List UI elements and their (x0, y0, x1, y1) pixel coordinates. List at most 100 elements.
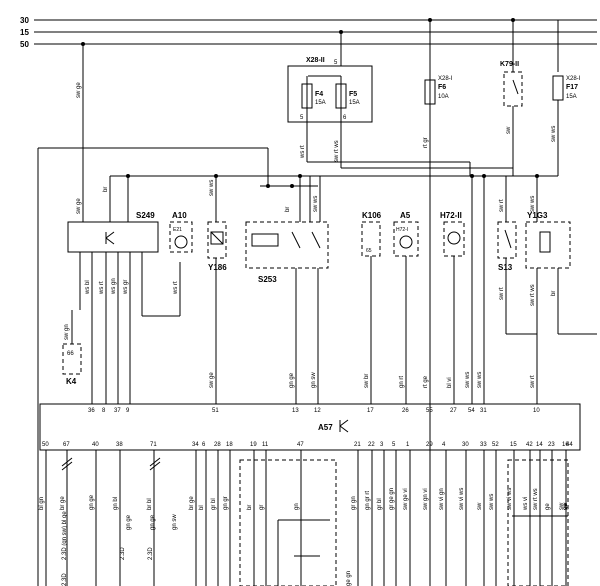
wire-label: sw ge vi (403, 488, 409, 510)
a57-pin-top: 36 (88, 408, 95, 414)
a57-pin-bottom: 1 (406, 442, 410, 448)
shielded-group-frame (239, 459, 337, 586)
wire-label: bl gn (39, 497, 45, 510)
y1g3-symbol (539, 231, 551, 253)
relay-k79-ii: K79-II (500, 20, 523, 170)
a57-pin-top: 13 (292, 408, 299, 414)
component-k4: 66 K4 sw gn (62, 310, 82, 386)
wire-label: sw ws (551, 126, 557, 142)
wire-label: gn ge (289, 372, 295, 388)
wire-label: ws bl (85, 280, 91, 295)
a57-pin-bottom: 33 (480, 442, 487, 448)
wire-label: br ge (189, 496, 195, 510)
component-a5: A5 H72-I (393, 211, 419, 396)
junction-dot (214, 174, 218, 178)
wire-label: ws rt (300, 145, 306, 159)
a57-pin-top: 51 (212, 408, 219, 414)
wire-label: gn sw (172, 514, 178, 530)
wire-label: sw ws (313, 196, 319, 212)
wire-label: sw rt ws (334, 140, 340, 162)
wire-label: sw ws (209, 180, 215, 196)
wire-label: sw (563, 502, 569, 510)
junction-dot (266, 184, 270, 188)
component-k106: K106 65 (361, 211, 382, 396)
wire-label: br ge (60, 496, 66, 510)
wire-label: ge (545, 503, 551, 510)
s253-label: S253 (258, 275, 277, 284)
junction-dot (470, 174, 474, 178)
wire-label: sw rt (499, 199, 505, 212)
y186-symbol (210, 231, 224, 245)
component-s249: S249 (67, 211, 181, 396)
k106-pin: 65 (366, 248, 372, 254)
y186-label: Y186 (208, 263, 227, 272)
wire-label: gr ge gn (389, 488, 395, 510)
wire-label: 2.3D (148, 547, 154, 560)
component-s13: S13 (497, 221, 537, 335)
wire-label: sw gn (64, 324, 70, 340)
s253-switch (311, 231, 321, 249)
a57-pin-bottom: 40 (92, 442, 99, 448)
wire-label: ws gr (123, 280, 129, 295)
wire-label: gn rt (399, 376, 405, 388)
a57-pin-top: 12 (314, 408, 321, 414)
fuse-box-title: X28-II (306, 57, 325, 64)
a57-pin-bottom: 67 (63, 442, 70, 448)
fuse-f6-id: F6 (438, 84, 446, 91)
wire-label: ws gn (111, 278, 117, 295)
wire-label: gn gr rt (365, 491, 371, 510)
wire-label: gr bl (211, 498, 217, 510)
wire-label: sw (477, 502, 483, 510)
wire-label: sw rt ws (533, 488, 539, 510)
fuse-f17: X28-I F17 15A (552, 20, 581, 176)
a57-pin-bottom: 52 (492, 442, 499, 448)
s249-symbol (105, 231, 115, 239)
wire-label: br bl (147, 498, 153, 510)
s253-symbol (251, 233, 279, 247)
bus-label-30: 30 (20, 16, 29, 25)
component-s253: S253 (245, 221, 329, 396)
a57-pin-top: 9 (126, 408, 130, 414)
mid-wire-labels: ws bl ws rt ws gn ws gr ws rt sw ge gn g… (85, 278, 557, 388)
wire-label: sw ws (465, 372, 471, 388)
wire-label: br (551, 291, 557, 296)
wire-label: gr bl (377, 498, 383, 510)
a57-pin-bottom: 23 (548, 442, 555, 448)
fuse-box-x28-ii: X28-II 5 F4 15A F5 15A 5 6 (287, 32, 373, 130)
wire-label: gr (259, 505, 265, 510)
a57-label: A57 (318, 423, 333, 432)
y186-symbol (210, 231, 224, 245)
distribution-wiring (37, 44, 558, 586)
a57-pin-bottom: 38 (116, 442, 123, 448)
a10-label: A10 (172, 211, 187, 220)
wire-label: br (285, 207, 291, 212)
wire-label: 2.3D (gn sw) bl ge (62, 511, 68, 560)
twisted-pair-marks (61, 457, 161, 471)
wire-label: sw br (364, 374, 370, 388)
fuse-f17-rating: 15A (566, 94, 577, 100)
a57-pin-bottom: 71 (150, 442, 157, 448)
a57-pin-bottom: 14 (536, 442, 543, 448)
a57-pin-bottom: 47 (297, 442, 304, 448)
a10-frame (169, 221, 193, 253)
wire-label: sw vi ws (459, 488, 465, 510)
wire-label: sw ge (209, 372, 215, 388)
wire-label: sw ws (489, 494, 495, 510)
a57-pin-top: 55 (426, 408, 433, 414)
a57-pin-bottom: 21 (354, 442, 361, 448)
h72-label: H72-II (440, 211, 462, 220)
wire-label: br (247, 505, 253, 510)
fuse-box-frame (287, 65, 373, 123)
fuse-f4-rating: 15A (315, 100, 326, 106)
wire-label: ws rt (173, 281, 179, 295)
fuse-f5-id: F5 (349, 91, 357, 98)
wire-label: rt gr (423, 137, 429, 148)
h72-frame (443, 221, 465, 257)
a10-lamp-symbol (174, 235, 188, 249)
a57-pin-bottom: 18 (226, 442, 233, 448)
relay-k79-title: K79-II (500, 61, 519, 68)
bottom-harness (61, 457, 569, 586)
power-buses: 30 15 50 (20, 16, 597, 49)
